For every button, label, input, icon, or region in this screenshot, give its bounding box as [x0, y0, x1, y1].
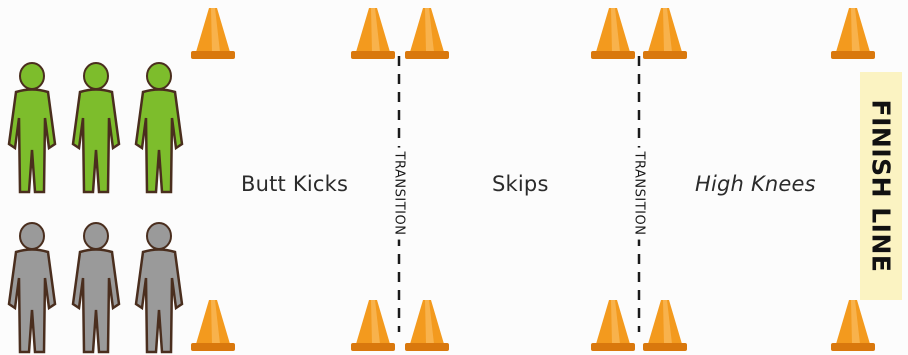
green-team-runner-icon — [134, 62, 184, 194]
cone-icon — [831, 300, 875, 351]
cone-icon — [351, 8, 395, 59]
cone-icon — [643, 8, 687, 59]
cone-icon — [405, 8, 449, 59]
cone-icon — [643, 300, 687, 351]
gray-team-runner-icon — [71, 222, 121, 354]
zone-label-butt-kicks: Butt Kicks — [241, 172, 349, 196]
cone-icon — [591, 300, 635, 351]
transition-line-1 — [397, 56, 401, 332]
cone-icon — [831, 8, 875, 59]
finish-line-banner: FINISH LINE — [860, 72, 902, 300]
gray-team-runner-icon — [7, 222, 57, 354]
gray-team-runner-icon — [134, 222, 184, 354]
green-team-runner-icon — [7, 62, 57, 194]
cone-icon — [191, 8, 235, 59]
zone-label-skips: Skips — [492, 172, 549, 196]
transition-line-2 — [637, 56, 641, 332]
zone-label-high-knees: High Knees — [695, 172, 816, 196]
cone-icon — [191, 300, 235, 351]
cone-icon — [591, 8, 635, 59]
cone-icon — [351, 300, 395, 351]
finish-line-label: FINISH LINE — [866, 99, 896, 273]
transition-label-2: TRANSITION — [629, 147, 649, 240]
cone-icon — [405, 300, 449, 351]
transition-label-1: TRANSITION — [389, 147, 409, 240]
green-team-runner-icon — [71, 62, 121, 194]
